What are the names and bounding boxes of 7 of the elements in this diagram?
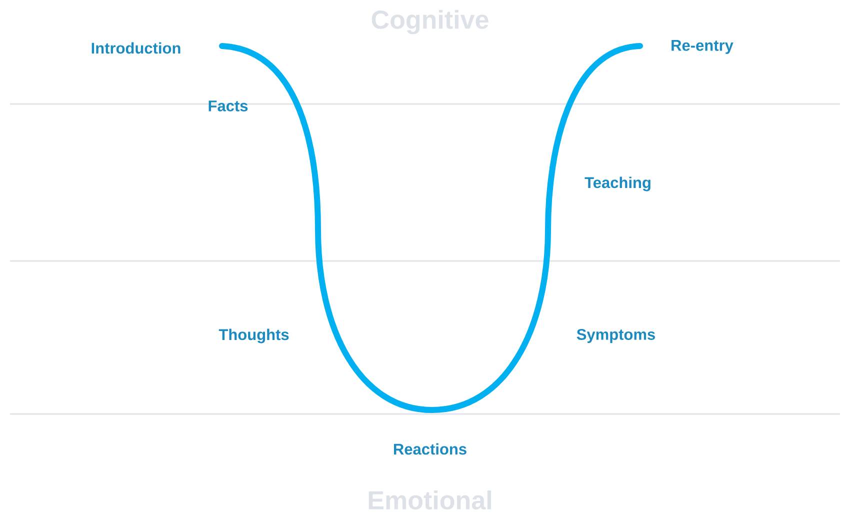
stage-label: Teaching [584,176,650,192]
stage-label: Re-entry [672,40,734,54]
stage-label: Symptoms [576,328,655,343]
stage-label: Facts [208,100,248,112]
stage-label: Reactions [394,443,466,455]
stage-label: Thoughts [218,328,289,344]
stage-label: Introduction [92,42,180,54]
